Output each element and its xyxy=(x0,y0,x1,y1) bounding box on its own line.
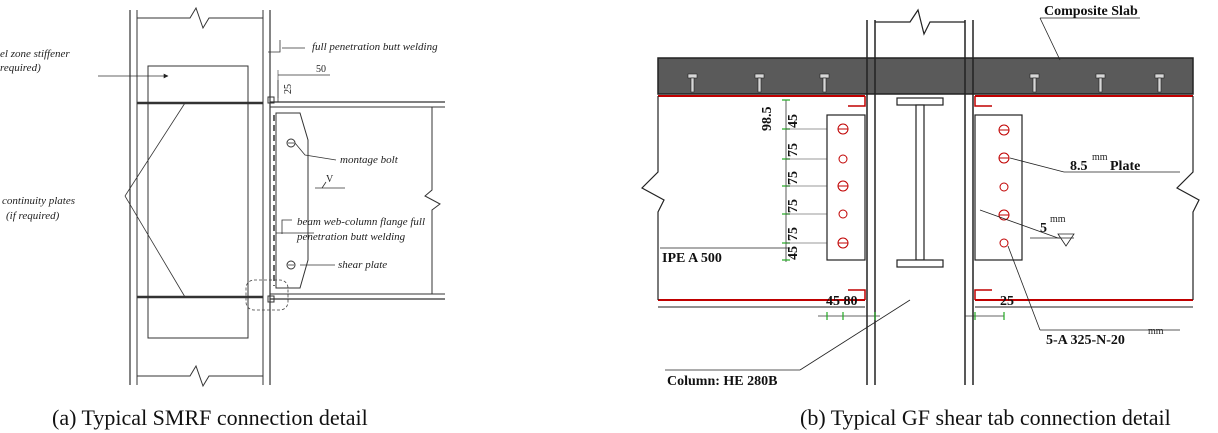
dim-45-80: 45 80 xyxy=(826,294,858,309)
label-web-weld-2: penetration butt welding xyxy=(296,231,406,243)
dim-75-4: 75 xyxy=(786,227,801,241)
label-continuity-plates-2: (if required) xyxy=(6,210,60,222)
label-beam-section: IPE A 500 xyxy=(662,251,722,266)
label-bolts-unit: mm xyxy=(1148,326,1164,337)
label-panel-zone-stiffener-2: required) xyxy=(0,62,41,74)
caption-b: (b) Typical GF shear tab connection deta… xyxy=(800,405,1171,430)
label-weld-unit: mm xyxy=(1050,214,1066,225)
label-weld-size: 5 xyxy=(1040,221,1047,236)
dim-25-left: 25 xyxy=(283,84,294,94)
dim-98-5: 98.5 xyxy=(760,107,775,132)
dim-50: 50 xyxy=(316,64,326,75)
label-composite-slab: Composite Slab xyxy=(1044,4,1138,19)
label-full-penetration-weld: full penetration butt welding xyxy=(312,41,438,53)
dim-45-top: 45 xyxy=(786,114,801,128)
label-plate-thickness: 8.5 xyxy=(1070,159,1088,174)
weld-symbol-v: V xyxy=(326,174,334,185)
label-column-section: Column: HE 280B xyxy=(667,374,777,389)
label-continuity-plates: continuity plates xyxy=(2,195,75,207)
label-bolts: 5-A 325-N-20 xyxy=(1046,333,1125,348)
dim-75-2: 75 xyxy=(786,171,801,185)
dim-45-bottom: 45 xyxy=(786,246,801,260)
caption-a: (a) Typical SMRF connection detail xyxy=(52,405,368,430)
label-plate-word: Plate xyxy=(1110,159,1140,174)
label-plate-unit: mm xyxy=(1092,152,1108,163)
label-web-weld: beam web-column flange full xyxy=(297,216,425,228)
label-panel-zone-stiffener: el zone stiffener xyxy=(0,48,70,60)
smrf-connection-drawing xyxy=(98,6,445,388)
dim-25-right: 25 xyxy=(1000,294,1014,309)
dim-75-3: 75 xyxy=(786,199,801,213)
label-shear-plate: shear plate xyxy=(338,259,387,271)
label-montage-bolt: montage bolt xyxy=(340,154,399,166)
dim-75-1: 75 xyxy=(786,143,801,157)
gf-shear-tab-drawing xyxy=(641,8,1200,385)
